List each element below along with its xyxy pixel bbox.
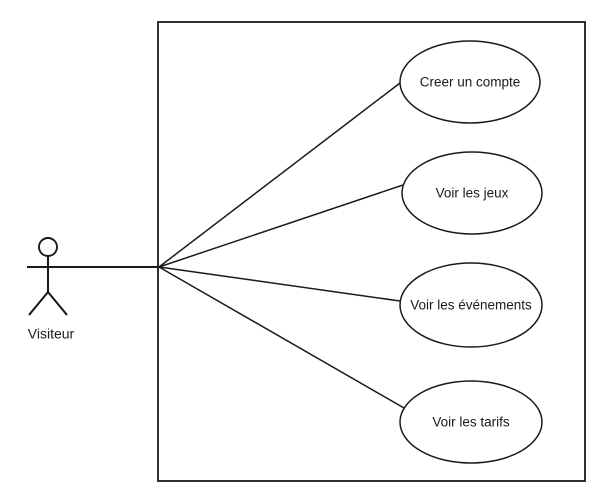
use-case-voir-les-tarifs[interactable]: Voir les tarifs: [399, 380, 543, 464]
use-case-label-voir-les-evenements: Voir les événements: [410, 298, 532, 313]
use-case-ellipse-creer-un-compte[interactable]: [399, 40, 541, 124]
use-case-ellipse-voir-les-jeux[interactable]: [401, 151, 543, 235]
use-case-creer-un-compte[interactable]: Creer un compte: [399, 40, 541, 124]
actor-head-circle: [38, 237, 58, 257]
actor-left-leg-line: [28, 291, 49, 316]
actor-visiteur: Visiteur: [27, 237, 159, 342]
use-case-voir-les-evenements[interactable]: Voir les événements: [399, 262, 543, 348]
actor-label-visiteur: Visiteur: [28, 326, 75, 342]
association-visiteur-voir-les-tarifs: [158, 266, 405, 409]
use-case-voir-les-jeux[interactable]: Voir les jeux: [401, 151, 543, 235]
use-case-label-creer-un-compte: Creer un compte: [420, 75, 521, 90]
association-visiteur-voir-les-jeux: [158, 184, 404, 268]
association-visiteur-voir-les-evenements: [158, 266, 401, 302]
use-case-ellipse-voir-les-evenements[interactable]: [399, 262, 543, 348]
association-visiteur-creer-un-compte: [158, 82, 401, 268]
use-case-ellipse-voir-les-tarifs[interactable]: [399, 380, 543, 464]
use-case-label-voir-les-tarifs: Voir les tarifs: [432, 415, 510, 430]
actor-right-leg-line: [47, 291, 68, 316]
use-case-label-voir-les-jeux: Voir les jeux: [436, 186, 509, 201]
